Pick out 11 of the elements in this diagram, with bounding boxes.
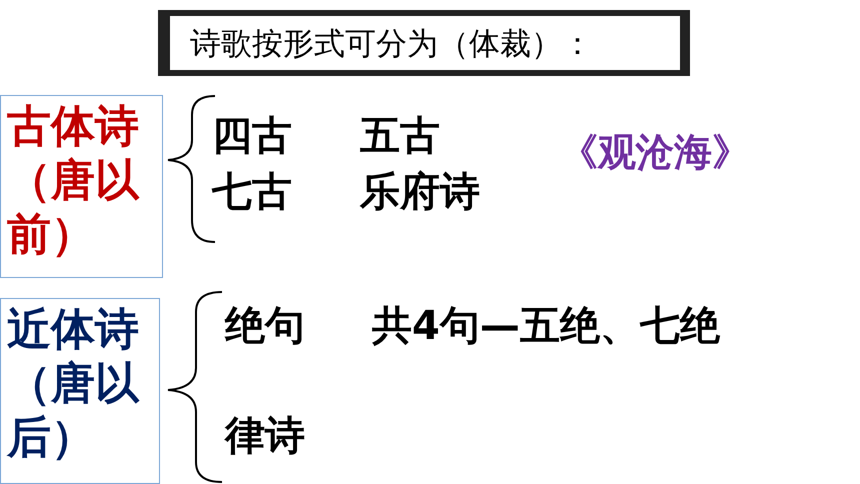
text-label: 七古	[212, 168, 292, 216]
title: 诗歌按形式可分为（体裁）：	[190, 25, 593, 64]
text-label: 五古	[360, 112, 440, 160]
text-label: 四古	[212, 112, 292, 160]
text-label: 共4句—五绝、七绝	[372, 302, 720, 350]
text-label: 律诗	[225, 412, 305, 460]
text-label: 绝句	[225, 302, 305, 350]
category-box: 近体诗（唐以后）	[0, 298, 160, 484]
text-label: 《观沧海》	[560, 129, 750, 176]
text-label: 乐府诗	[360, 168, 480, 216]
category-box: 古体诗（唐以前）	[0, 95, 163, 278]
